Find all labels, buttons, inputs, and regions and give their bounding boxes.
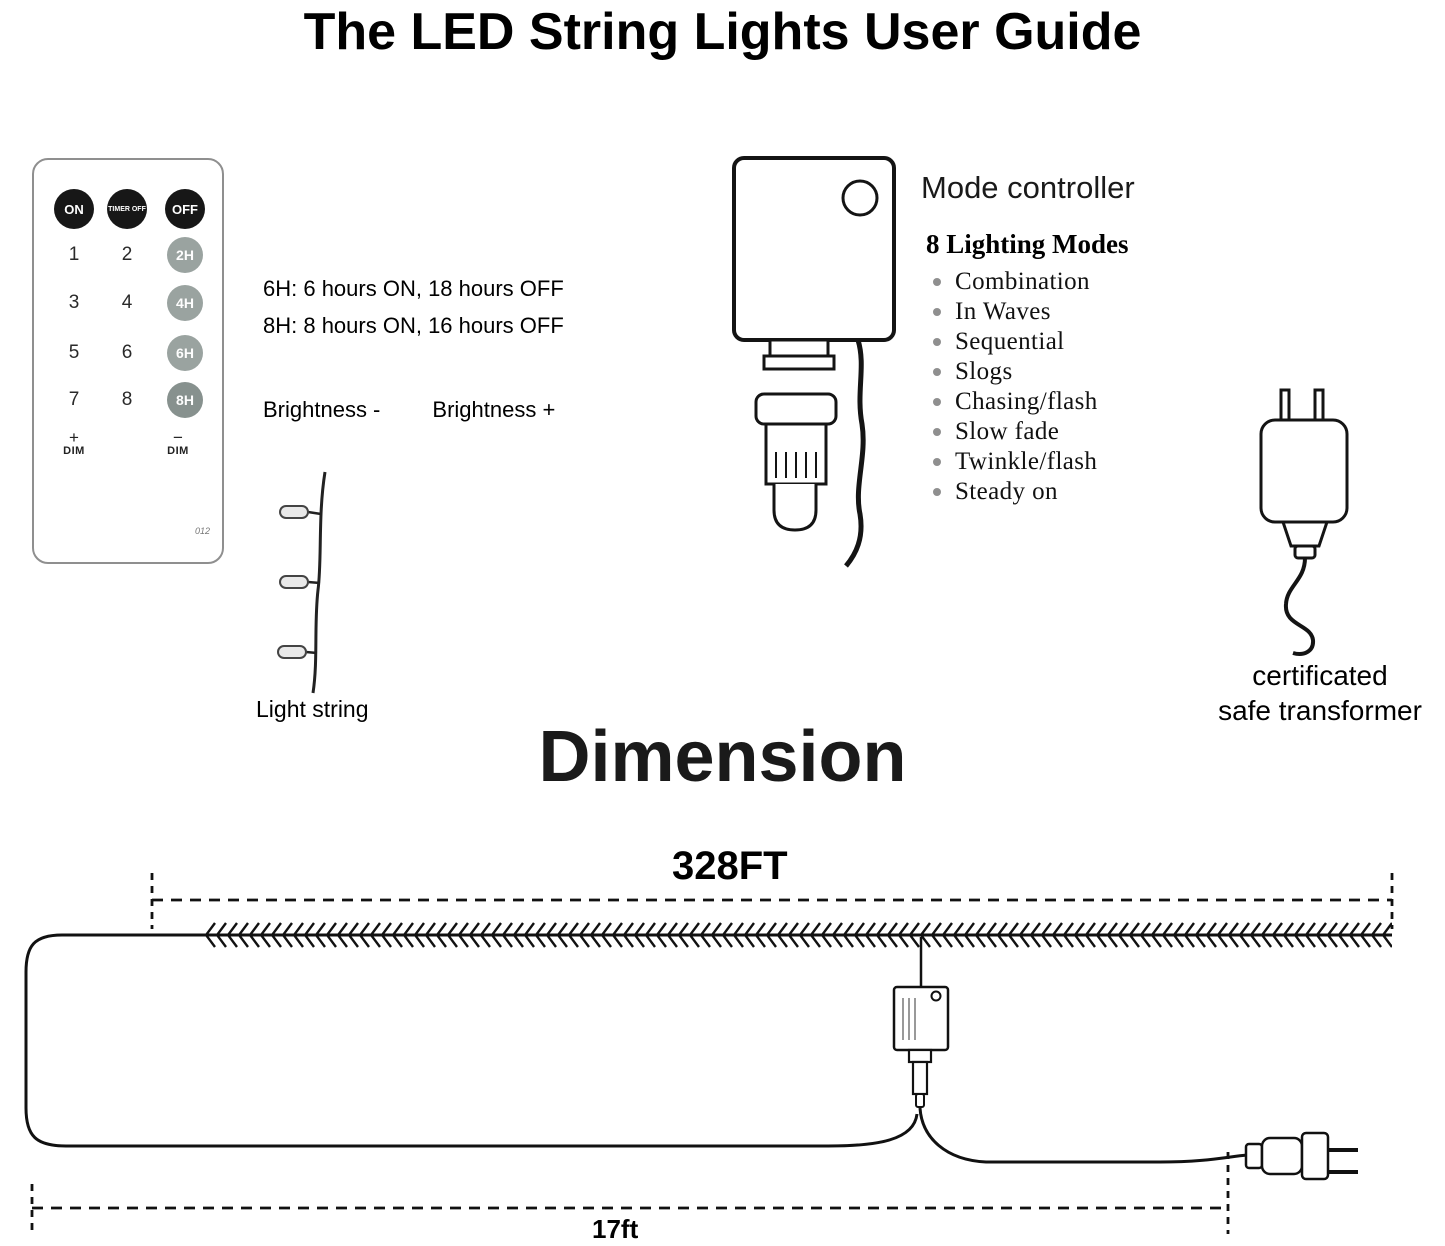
mode-item-combination: Combination — [933, 267, 1098, 297]
transformer-label: certificated safe transformer — [1190, 658, 1445, 728]
remote-off-button: OFF — [165, 189, 205, 229]
remote-dim-minus: − DIM — [158, 428, 198, 457]
dimension-diagram — [24, 873, 1394, 1234]
lighting-modes-heading: 8 Lighting Modes — [926, 229, 1129, 259]
bullet-icon — [933, 368, 941, 376]
mode-controller-label: Mode controller — [921, 170, 1135, 205]
dim-minus-label: DIM — [167, 445, 189, 457]
remote-timer-off-button: TIMER OFF — [107, 189, 147, 229]
remote-on-button: ON — [54, 189, 94, 229]
mode-item-slow-fade: Slow fade — [933, 417, 1098, 447]
mode-label: Slow fade — [955, 418, 1060, 445]
brightness-plus-label: Brightness + — [432, 397, 556, 422]
mode-item-steady-on: Steady on — [933, 477, 1098, 507]
bullet-icon — [933, 398, 941, 406]
mode-label: In Waves — [955, 298, 1051, 325]
mode-label: Sequential — [955, 328, 1065, 355]
brightness-labels: Brightness - Brightness + — [263, 397, 555, 423]
mode-label: Combination — [955, 268, 1090, 295]
remote-button-6h: 6H — [167, 335, 203, 371]
remote-button-4h: 4H — [167, 285, 203, 321]
minus-sign: − — [173, 428, 183, 447]
timer-note-8h: 8H: 8 hours ON, 16 hours OFF — [263, 313, 564, 338]
mode-label: Twinkle/flash — [955, 448, 1098, 475]
remote-button-3: 3 — [68, 292, 80, 313]
string-length-label: 328FT — [672, 844, 788, 888]
bullet-icon — [933, 428, 941, 436]
mode-label: Steady on — [955, 478, 1058, 505]
plus-sign: + — [69, 428, 79, 447]
remote-button-4: 4 — [121, 292, 133, 313]
remote-model-number: 012 — [194, 526, 210, 536]
transformer-illustration — [1259, 388, 1349, 656]
mode-item-slogs: Slogs — [933, 357, 1098, 387]
mode-item-in-waves: In Waves — [933, 297, 1098, 327]
mode-item-chasing-flash: Chasing/flash — [933, 387, 1098, 417]
lead-length-label: 17ft — [592, 1214, 639, 1244]
timer-notes: 6H: 6 hours ON, 18 hours OFF 8H: 8 hours… — [263, 270, 564, 344]
bullet-icon — [933, 458, 941, 466]
remote-button-5: 5 — [68, 342, 80, 363]
mode-item-twinkle-flash: Twinkle/flash — [933, 447, 1098, 477]
transformer-label-line2: safe transformer — [1218, 695, 1422, 726]
lighting-modes-list: Combination In Waves Sequential Slogs Ch… — [933, 267, 1098, 507]
remote-button-7: 7 — [68, 389, 80, 410]
remote-button-8: 8 — [121, 389, 133, 410]
timer-note-6h: 6H: 6 hours ON, 18 hours OFF — [263, 276, 564, 301]
transformer-label-line1: certificated — [1252, 660, 1388, 691]
mode-label: Chasing/flash — [955, 388, 1098, 415]
light-string-illustration — [277, 471, 327, 694]
light-string-label: Light string — [256, 696, 369, 722]
remote-button-6: 6 — [121, 342, 133, 363]
bullet-icon — [933, 488, 941, 496]
dim-plus-label: DIM — [63, 445, 85, 457]
bullet-icon — [933, 338, 941, 346]
mode-controller-illustration — [732, 156, 896, 568]
remote-dim-plus: + DIM — [54, 428, 94, 457]
page-title: The LED String Lights User Guide — [303, 3, 1142, 61]
remote-button-1: 1 — [68, 244, 80, 265]
remote-control: ON TIMER OFF OFF 1 2 2H 3 4 4H 5 6 6H 7 … — [32, 158, 224, 564]
remote-button-2: 2 — [121, 244, 133, 265]
mode-item-sequential: Sequential — [933, 327, 1098, 357]
mode-label: Slogs — [955, 358, 1013, 385]
brightness-minus-label: Brightness - — [263, 397, 381, 422]
bullet-icon — [933, 308, 941, 316]
remote-button-2h: 2H — [167, 237, 203, 273]
dimension-heading: Dimension — [538, 717, 907, 797]
remote-button-8h: 8H — [167, 382, 203, 418]
bullet-icon — [933, 278, 941, 286]
